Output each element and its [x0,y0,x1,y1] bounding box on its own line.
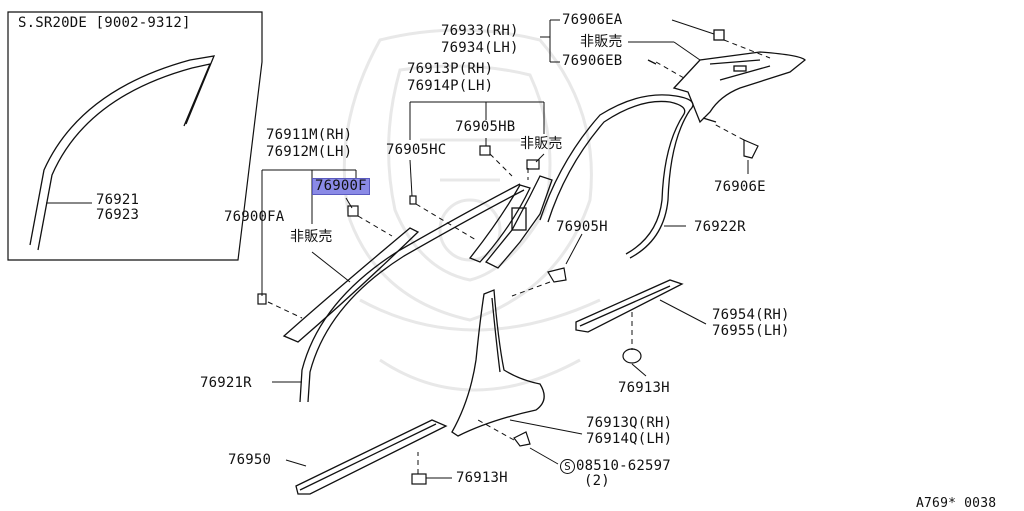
label-76913H-a: 76913H [618,380,670,396]
label-76906EA: 76906EA [562,12,623,28]
center-pillar-weatherstrip [539,94,694,259]
label-76913H-b: 76913H [456,470,508,486]
b-pillar-lower-trim [451,289,545,437]
label-76954: 76954(RH) [712,307,790,323]
inset-molding-inner [37,63,212,251]
label-76934: 76934(LH) [441,40,519,56]
label-76906E: 76906E [714,179,766,195]
inset-title: S.SR20DE [9002-9312] [18,15,191,31]
label-76922R: 76922R [694,219,746,235]
screw-symbol: S [560,459,575,474]
rear-sill-plate [575,279,684,333]
label-76911M: 76911M(RH) [266,127,353,143]
label-76914Q: 76914Q(LH) [586,431,673,447]
label-76913Q: 76913Q(RH) [586,415,673,431]
watermark-emblem [342,28,601,392]
label-76913P: 76913P(RH) [407,61,494,77]
label-76914P: 76914P(LH) [407,78,494,94]
label-08510-number: 08510-62597 [576,458,671,474]
inset-part-76923: 76923 [96,207,140,223]
label-76905HC: 76905HC [386,142,447,158]
inset-box [7,11,263,261]
label-76905HB: 76905HB [455,119,516,135]
label-76921R: 76921R [200,375,252,391]
label-76950: 76950 [228,452,272,468]
label-not-sold-1: 非販売 [580,34,623,50]
clips [257,139,759,485]
label-76905H: 76905H [556,219,608,235]
front-sill-plate [295,419,448,495]
label-76900F[interactable]: 76900F [312,178,370,195]
label-not-sold-2: 非販売 [520,136,563,152]
inset-part-76921: 76921 [96,192,140,208]
label-76955: 76955(LH) [712,323,790,339]
rear-pillar-trim [647,29,806,124]
leader-lines [261,19,749,479]
label-76900FA: 76900FA [224,209,285,225]
label-76906EB: 76906EB [562,53,623,69]
dashed-alignment-lines [267,39,771,474]
label-76912M: 76912M(LH) [266,144,353,160]
front-pillar-garnish [282,175,553,343]
label-not-sold-3: 非販売 [290,229,333,245]
label-76933: 76933(RH) [441,23,519,39]
label-qty: (2) [584,473,610,489]
figure-code: A769* 0038 [916,496,997,511]
inset-molding-outer [29,55,216,246]
